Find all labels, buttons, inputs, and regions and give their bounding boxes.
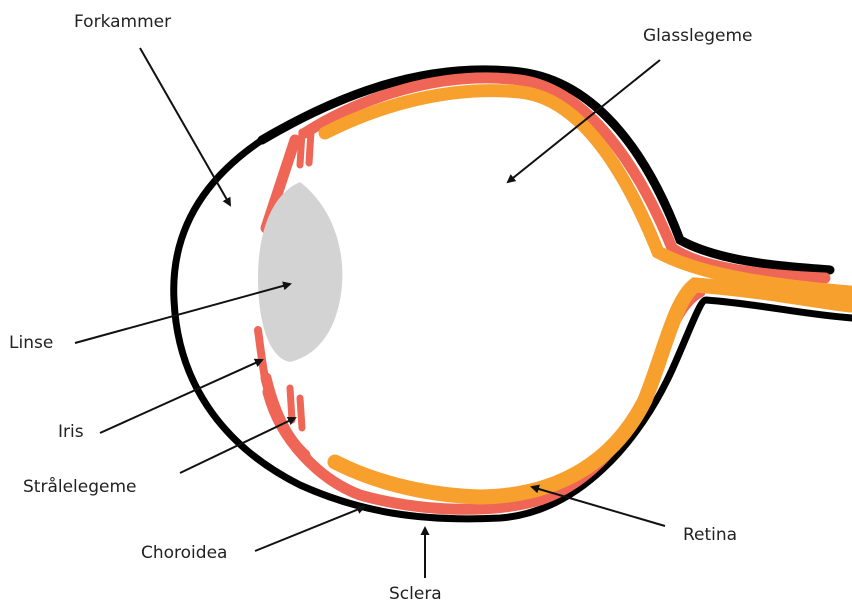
label-sclera: Sclera [389,586,442,603]
forkammer-pointer [140,48,230,205]
label-choroidea: Choroidea [141,545,227,562]
label-retina: Retina [683,527,737,544]
label-forkammer: Forkammer [74,14,171,31]
ciliary-fold-upper-b [309,132,311,163]
choroidea-pointer [255,507,364,551]
ciliary-fold-upper-a [300,132,302,165]
retina-lower-shape [335,285,850,497]
iris-lower-shape [258,330,265,378]
ciliary-fold-lower-b [300,398,302,428]
ciliary-fold-lower-a [290,388,292,420]
label-iris: Iris [58,424,84,441]
label-strålelegeme: Strålelegeme [23,479,137,496]
label-glasslegeme: Glasslegeme [643,28,752,45]
choroidea-lower-shape [268,292,700,509]
iris-pointer [100,360,262,433]
strålelegeme-pointer [180,418,295,473]
label-linse: Linse [9,335,53,352]
